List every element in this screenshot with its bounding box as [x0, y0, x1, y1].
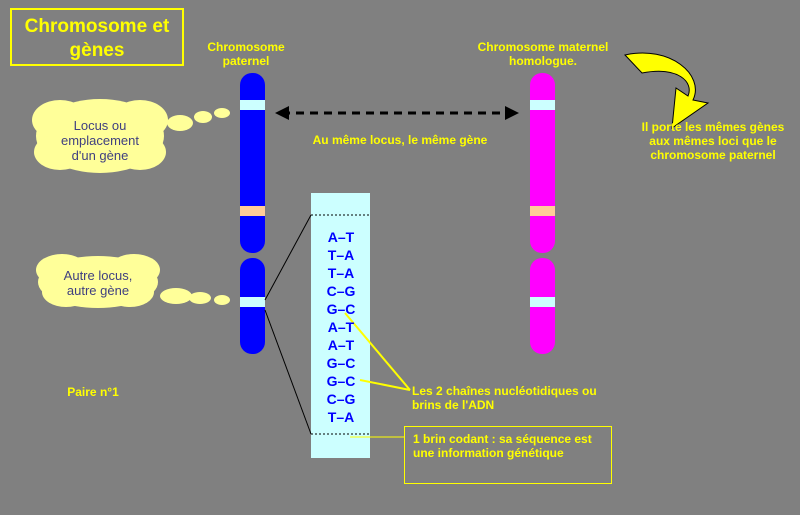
cloud-locus	[32, 99, 230, 173]
dna-pair: A–T	[327, 229, 355, 245]
dna-panel	[311, 193, 370, 458]
callout-line-1	[344, 312, 411, 391]
dna-pair: T–A	[327, 409, 355, 425]
paternal-chromosome	[240, 73, 265, 354]
cloud-other-locus-text: Autre locus, autre gène	[63, 268, 133, 298]
same-genes-note: Il porte les mêmes gènes aux mêmes loci …	[641, 120, 785, 162]
page-title: Chromosome et gènes	[24, 16, 170, 61]
dna-pair: G–C	[326, 301, 356, 317]
dna-pair: T–A	[327, 247, 355, 263]
same-locus-label: Au même locus, le même gène	[312, 133, 488, 147]
locus-double-arrow	[275, 106, 519, 120]
paternal-chromosome-label: Chromosome paternel	[207, 40, 285, 68]
maternal-orange-band	[530, 206, 555, 216]
coding-strand-box: 1 brin codant : sa séquence est une info…	[404, 426, 612, 484]
pair-label: Paire n°1	[67, 385, 119, 399]
paternal-other-locus-band	[240, 297, 265, 307]
paternal-orange-band	[240, 206, 265, 216]
zoom-line-top	[264, 214, 312, 301]
maternal-chromosome-label: Chromosome maternel homologue.	[477, 40, 609, 68]
cloud-other-locus	[36, 254, 230, 308]
curved-arrow-icon	[624, 52, 710, 130]
dna-pair: A–T	[327, 337, 355, 353]
dna-pair: G–C	[326, 373, 356, 389]
paternal-locus-band	[240, 100, 265, 110]
dna-pair: G–C	[326, 355, 356, 371]
title-box: Chromosome et gènes	[10, 8, 184, 66]
dna-strands-label: Les 2 chaînes nucléotidiques ou brins de…	[412, 384, 597, 412]
dna-pair: A–T	[327, 319, 355, 335]
maternal-other-locus-band	[530, 297, 555, 307]
coding-strand-label: 1 brin codant : sa séquence est une info…	[413, 432, 592, 460]
dna-pair: C–G	[326, 391, 356, 407]
cloud-locus-text: Locus ou emplacement d'un gène	[60, 118, 140, 163]
dna-pair: C–G	[326, 283, 356, 299]
maternal-locus-band	[530, 100, 555, 110]
zoom-line-bottom	[264, 309, 312, 435]
maternal-chromosome	[530, 73, 555, 354]
dna-pair: T–A	[327, 265, 355, 281]
callout-line-2	[359, 379, 411, 391]
